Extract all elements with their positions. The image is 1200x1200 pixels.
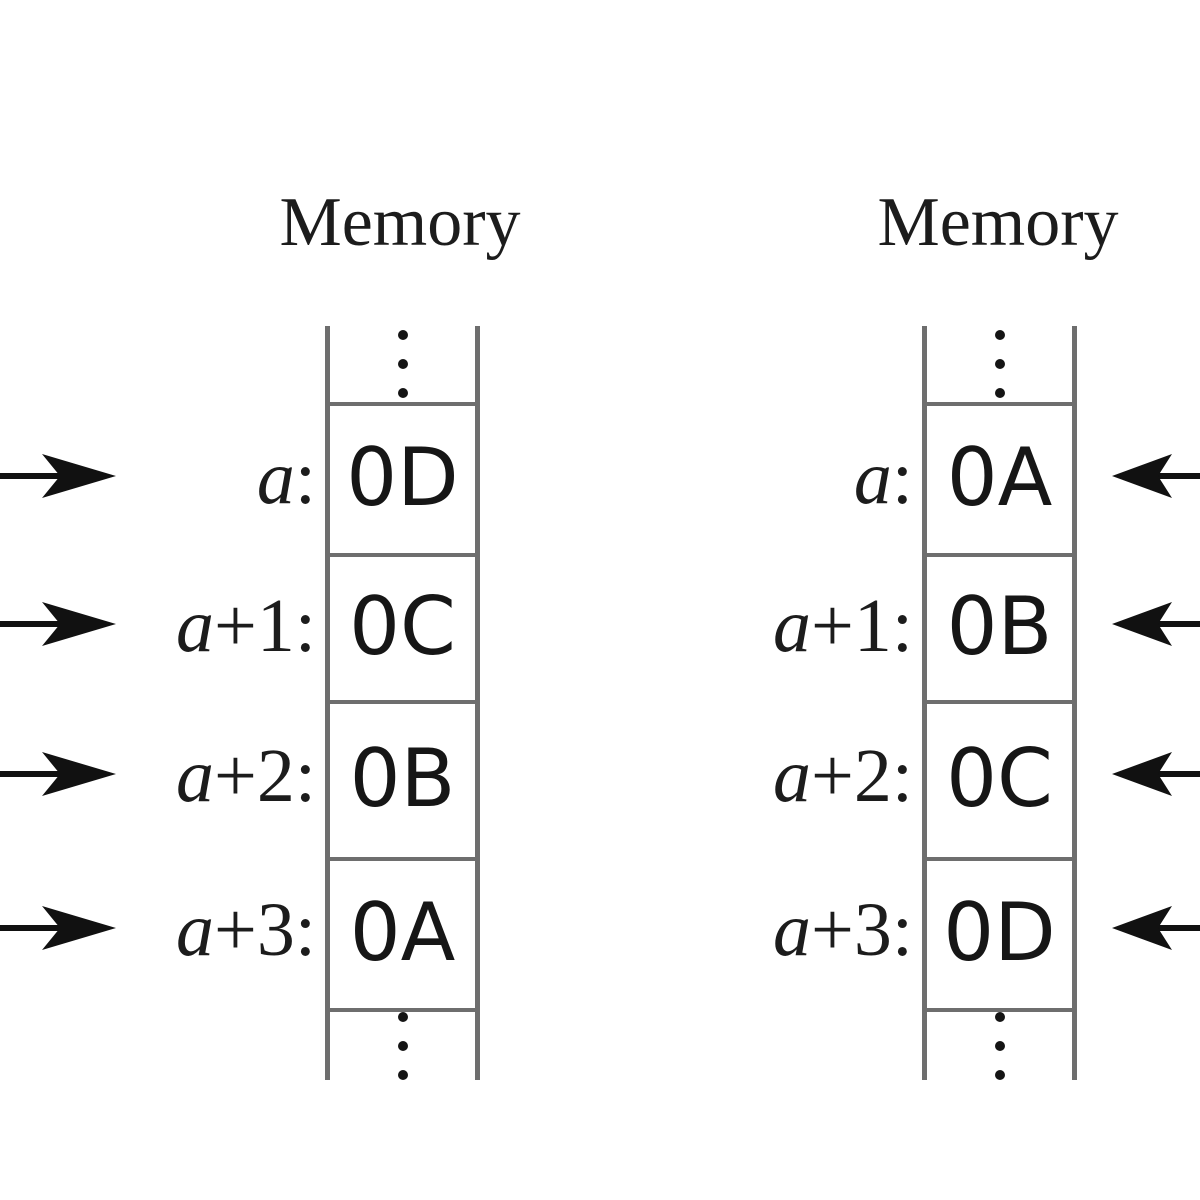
arrow-left-row-a: [1110, 446, 1200, 506]
address-colon: :: [294, 888, 316, 972]
byte-value: 0A: [946, 430, 1053, 524]
address-colon: :: [891, 584, 913, 668]
memory-bottom-ellipsis-left: [330, 1008, 475, 1080]
memory-cell-a[interactable]: 0A: [927, 402, 1072, 553]
arrow-left-row-a-plus-1: [1110, 594, 1200, 654]
byte-value: 0D: [943, 885, 1056, 979]
address-offset: +3: [214, 888, 295, 972]
byte-value: 0D: [346, 430, 459, 524]
vertical-ellipsis-icon: [397, 330, 408, 398]
address-label-a-right: a:: [620, 440, 913, 516]
memory-cell-a-plus-1[interactable]: 0B: [927, 553, 1072, 700]
address-offset: +1: [214, 584, 295, 668]
address-offset: +1: [811, 584, 892, 668]
address-var: a: [773, 888, 811, 972]
byte-value: 0A: [349, 885, 456, 979]
memory-column-left: 0D 0C 0B 0A: [325, 326, 480, 1080]
vertical-ellipsis-icon: [994, 330, 1005, 398]
address-var: a: [176, 888, 214, 972]
arrow-right-row-a-plus-1: [0, 594, 120, 654]
address-var: a: [773, 734, 811, 818]
address-colon: :: [891, 734, 913, 818]
memory-cell-a-plus-3[interactable]: 0D: [927, 857, 1072, 1008]
address-offset: +2: [214, 734, 295, 818]
vertical-ellipsis-icon: [994, 1012, 1005, 1080]
byte-value: 0B: [946, 579, 1053, 673]
memory-title-left: Memory: [279, 184, 521, 261]
address-colon: :: [294, 734, 316, 818]
address-var: a: [176, 734, 214, 818]
memory-bottom-ellipsis-right: [927, 1008, 1072, 1080]
address-var: a: [853, 436, 892, 520]
address-label-a-plus-2-left: a+2:: [20, 738, 316, 814]
memory-cell-a-plus-2[interactable]: 0C: [927, 700, 1072, 857]
memory-top-ellipsis-left: [330, 326, 475, 402]
memory-cell-a[interactable]: 0D: [330, 402, 475, 553]
address-offset: +2: [811, 734, 892, 818]
address-colon: :: [294, 584, 316, 668]
address-label-a-plus-1-left: a+1:: [20, 588, 316, 664]
memory-cell-a-plus-3[interactable]: 0A: [330, 857, 475, 1008]
address-var: a: [773, 584, 811, 668]
arrow-right-row-a: [0, 446, 120, 506]
address-var: a: [256, 436, 295, 520]
arrow-left-row-a-plus-3: [1110, 898, 1200, 958]
address-label-a-plus-3-left: a+3:: [20, 892, 316, 968]
arrow-right-row-a-plus-3: [0, 898, 120, 958]
memory-title-right: Memory: [877, 184, 1119, 261]
memory-cell-a-plus-1[interactable]: 0C: [330, 553, 475, 700]
address-label-a-plus-1-right: a+1:: [620, 588, 913, 664]
vertical-ellipsis-icon: [397, 1012, 408, 1080]
byte-value: 0C: [946, 731, 1053, 825]
address-label-a-left: a:: [20, 440, 316, 516]
byte-value: 0B: [349, 731, 456, 825]
address-offset: +3: [811, 888, 892, 972]
memory-cell-a-plus-2[interactable]: 0B: [330, 700, 475, 857]
address-label-a-plus-2-right: a+2:: [620, 738, 913, 814]
address-colon: :: [891, 888, 913, 972]
arrow-left-row-a-plus-2: [1110, 744, 1200, 804]
memory-column-right: 0A 0B 0C 0D: [922, 326, 1077, 1080]
memory-top-ellipsis-right: [927, 326, 1072, 402]
address-var: a: [176, 584, 214, 668]
address-colon: :: [294, 436, 316, 520]
arrow-right-row-a-plus-2: [0, 744, 120, 804]
byte-value: 0C: [349, 579, 456, 673]
address-label-a-plus-3-right: a+3:: [620, 892, 913, 968]
address-colon: :: [891, 436, 913, 520]
